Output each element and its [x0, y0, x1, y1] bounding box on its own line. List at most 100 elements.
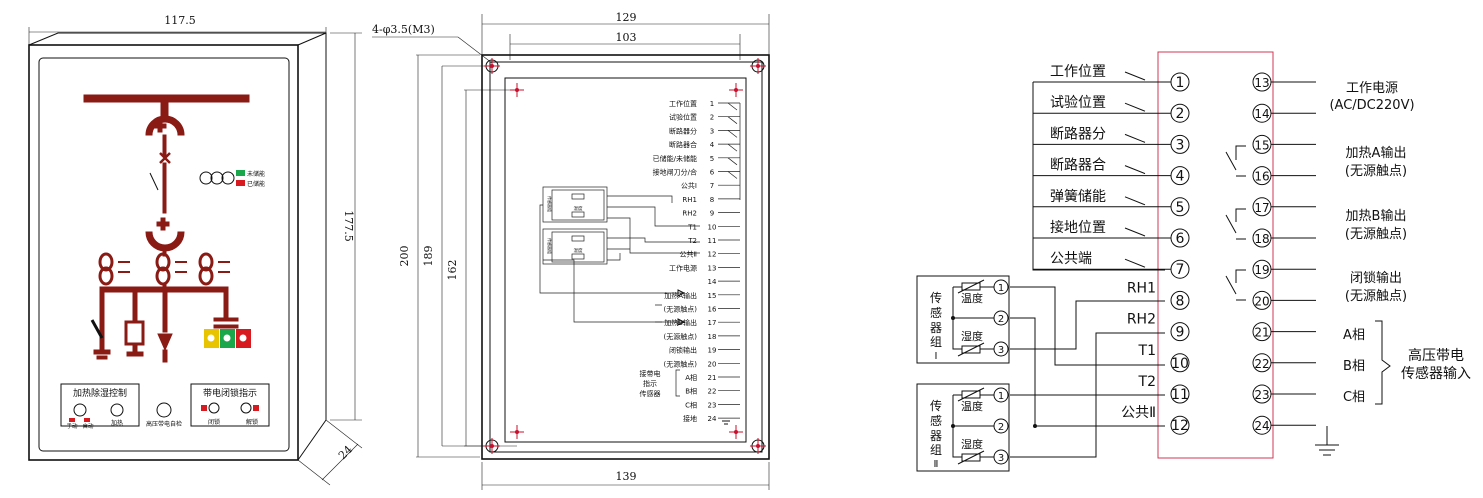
sensor-terminal-number: 1: [998, 283, 1004, 294]
heat-b-label: 加热B输出: [1346, 208, 1407, 224]
mini-sensor-wires: [607, 195, 700, 261]
sensor-terminal-number: 2: [998, 422, 1004, 433]
sensor-terminal-circle: [993, 279, 1009, 295]
dim-inner-width-label: 103: [616, 31, 637, 44]
wiring-diagram: 1工作位置2试验位置3断路器分4断路器合5弹簧储能6接地位置7公共端8RH19R…: [916, 51, 1471, 472]
dim-depth-line: [297, 459, 331, 486]
mount-contact-icon: [727, 143, 738, 152]
dim-h1-label: 200: [398, 246, 411, 267]
input-contact-icon: [1124, 102, 1146, 112]
earth-switch-indicator: [149, 172, 159, 191]
sensor-2-humid-label: 湿度: [961, 437, 983, 451]
earth-symbol-icon: [722, 420, 730, 425]
mimic-line: [132, 343, 138, 353]
hv-selfcheck-label: 高压带电自检: [146, 420, 182, 428]
panel-inner-frame: [38, 57, 290, 452]
sensor-group-1-char: 感: [930, 305, 942, 320]
right-terminal-number: 19: [1254, 263, 1269, 277]
input-contact-icon: [1124, 71, 1146, 81]
mount-terminal-number: 2: [710, 114, 714, 122]
mimic-branch-bar: [99, 286, 229, 293]
mount-terminal-number: 19: [708, 347, 717, 355]
earth-symbol: [93, 349, 111, 355]
sensor-signal-label: T2: [1138, 374, 1156, 390]
unlock-lamp: [240, 402, 252, 414]
hv-selfcheck-button[interactable]: [156, 402, 172, 418]
left-terminal-number: 1: [1176, 75, 1185, 91]
mimic-line: [162, 349, 168, 363]
mount-terminal-label: C相: [685, 400, 697, 409]
front-view: 117.5 177.5 24: [28, 14, 363, 486]
mount-terminal-number: 18: [708, 333, 717, 341]
mounting-plate-outline: [481, 54, 770, 460]
mount-terminal-number: 5: [710, 155, 714, 163]
mounting-view: 4-φ3.5(M3) 129 103 200 189 162 139: [372, 11, 770, 490]
dim-height-label: 177.5: [342, 210, 355, 242]
earthing-blade-icon: [90, 319, 104, 339]
mini-sensor-element: [571, 253, 585, 260]
legend-stored-swatch: [236, 180, 245, 186]
mimic-line: [132, 291, 138, 323]
sensor-group-2-char: Ⅱ: [934, 459, 939, 470]
heating-control-title: 加热除湿控制: [73, 387, 127, 399]
right-terminal-number: 17: [1254, 201, 1269, 215]
right-terminal-number: 14: [1254, 107, 1269, 121]
mount-terminal-number: 1: [710, 100, 714, 108]
mount-terminal-label: T2: [687, 237, 697, 245]
mount-terminal-label: 闭锁输出: [669, 346, 697, 355]
phase-bracket: [1375, 320, 1391, 405]
lock-indicator-box: [190, 383, 270, 427]
relay-contact-a-icon: [1225, 145, 1246, 177]
sensor-signal-label: 公共Ⅱ: [1121, 405, 1156, 421]
wire-t1: [1010, 286, 1165, 366]
sensor-terminal-circle: [993, 341, 1009, 357]
mount-terminal-number: 12: [708, 251, 717, 259]
relay-contact-b-icon: [1225, 208, 1246, 240]
mini-sensor-humidity: 湿度: [574, 247, 583, 254]
wire-rh1: [1010, 300, 1165, 350]
sensor-group-1: 传 感 器 组 Ⅰ 温度 湿度: [916, 275, 1010, 364]
sensor-terminal-number: 2: [998, 314, 1004, 325]
heat-b-contact: (无源触点): [1345, 227, 1407, 242]
heating-control-box: [60, 383, 140, 427]
phase-a-label: A相: [1343, 328, 1365, 343]
input-label: 公共端: [1050, 251, 1092, 267]
mount-contact-icon: [727, 157, 738, 166]
mount-terminal-label: 公共Ⅰ: [681, 181, 697, 190]
dim-hole-label: 4-φ3.5(M3): [372, 23, 435, 36]
dim-outer-width-label: 129: [616, 11, 637, 24]
lock-lamp: [208, 402, 220, 414]
heating-mode-knob[interactable]: [73, 403, 87, 417]
dim-bottom-width-label: 139: [616, 470, 637, 483]
humid-element-arrow: [957, 450, 985, 465]
mimic-busbar: [83, 94, 250, 103]
mimic-line: [162, 162, 167, 214]
sensor-terminal-circle: [993, 449, 1009, 465]
sensor-2-internal-wires: [952, 394, 994, 458]
terminal-block-outline: [1157, 51, 1274, 459]
sensor-terminal-circle: [993, 387, 1009, 403]
earth-ground-icon: [1315, 426, 1339, 456]
sensor-group-1-char: Ⅰ: [935, 351, 938, 362]
mount-terminal-number: 8: [710, 196, 714, 204]
dim-width-label: 117.5: [164, 14, 196, 27]
ct-coil-icon: [198, 252, 214, 272]
mount-terminal-number: 7: [710, 182, 714, 190]
mount-terminal-number: 23: [708, 401, 717, 409]
mini-sensor-group-2: 传感器组 湿度: [542, 228, 608, 265]
common-bus-line: [1032, 82, 1165, 271]
mini-sensor-element: [571, 211, 585, 218]
left-terminal-circle: [1170, 353, 1190, 373]
logo-ring-icon: [199, 171, 213, 185]
lock-out-label: 闭锁输出: [1350, 270, 1402, 286]
mount-terminal-label: 试验位置: [669, 113, 697, 122]
mount-terminal-number: 13: [708, 264, 717, 272]
sensor-group-2-char: 传: [930, 398, 942, 413]
junction-dot: [951, 424, 955, 428]
right-terminal-number: 21: [1254, 326, 1269, 340]
input-contact-icon: [1124, 165, 1146, 175]
right-terminal-number: 24: [1254, 419, 1269, 433]
lock-unlocked-label: 解锁: [246, 418, 258, 426]
